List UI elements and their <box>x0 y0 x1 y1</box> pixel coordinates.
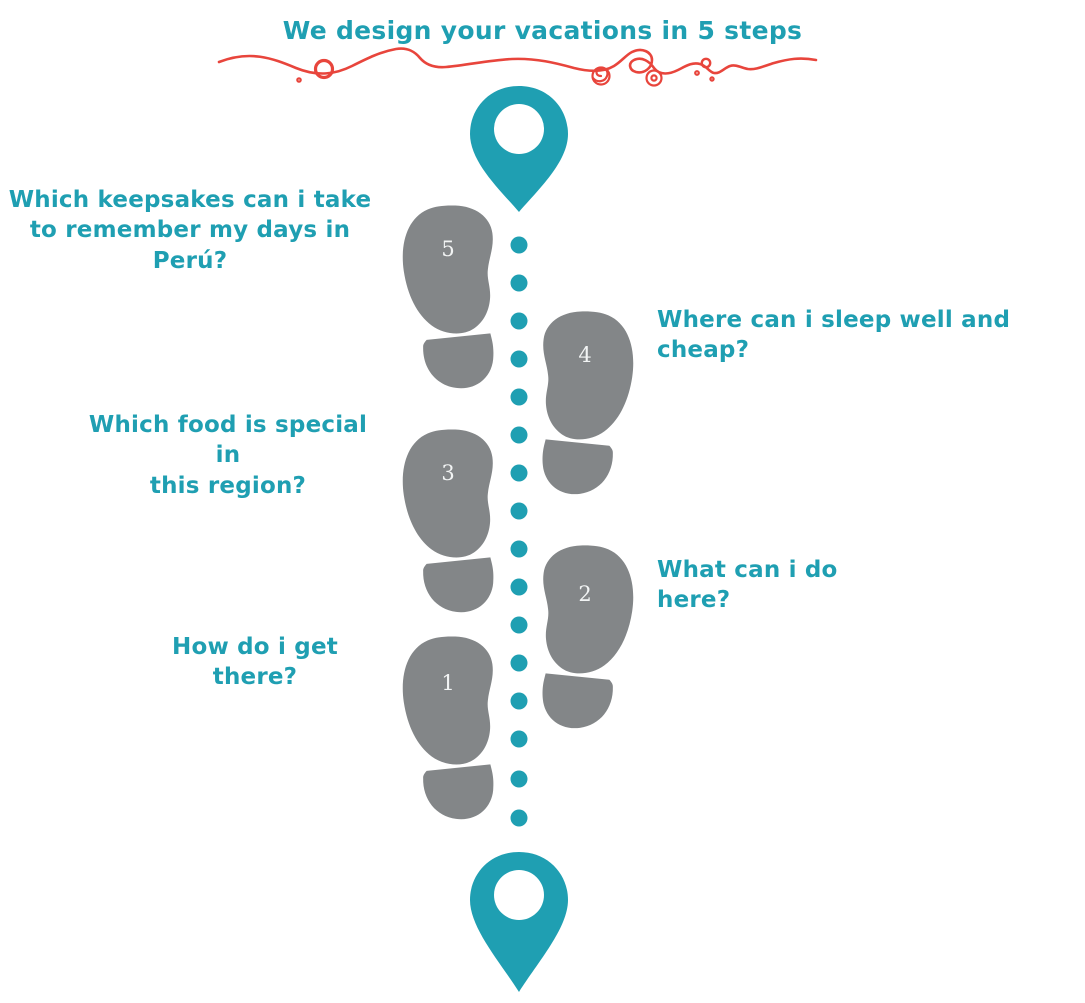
map-pin-start <box>470 86 568 212</box>
footprint-step-4: 4 <box>532 308 637 498</box>
step-number-2: 2 <box>578 582 591 606</box>
step-label-3: Which food is special in this region? <box>88 412 368 499</box>
step-label-2: What can i do here? <box>657 557 838 614</box>
red-wavy-underline <box>217 47 818 87</box>
step-number-4: 4 <box>578 343 591 367</box>
page-title: We design your vacations in 5 steps <box>282 16 803 45</box>
dotted-path <box>510 236 528 827</box>
footprint-step-1: 1 <box>399 633 504 823</box>
step-number-3: 3 <box>441 461 454 485</box>
step-label-4: Where can i sleep well and cheap? <box>657 307 1011 364</box>
step-number-1: 1 <box>441 671 454 695</box>
footprint-step-5: 5 <box>399 202 504 392</box>
step-number-5: 5 <box>441 237 454 261</box>
step-label-1: How do i get there? <box>172 634 338 691</box>
footprint-step-3: 3 <box>399 426 504 616</box>
map-pin-end <box>470 852 568 992</box>
step-label-5: Which keepsakes can i take to remember m… <box>8 187 372 274</box>
footprint-step-2: 2 <box>532 542 637 732</box>
